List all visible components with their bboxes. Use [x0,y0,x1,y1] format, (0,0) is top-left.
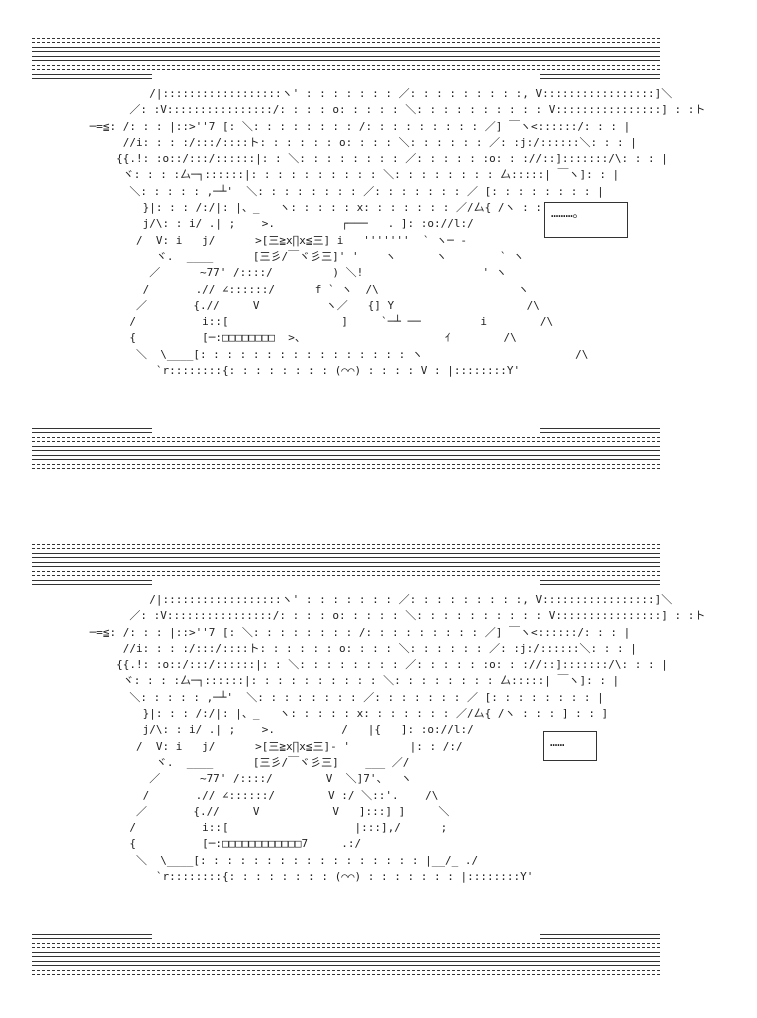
border-line [32,961,660,966]
border-line [32,970,660,975]
border-line [32,74,152,79]
border-line [32,464,660,469]
border-line [540,580,660,585]
border-line [540,74,660,79]
border-line [32,428,152,433]
speech-bubble: ………。 [544,202,628,238]
speech-bubble: …… [543,731,597,761]
border-line [32,571,660,576]
border-line [32,65,660,70]
border-line [32,544,660,549]
border-line [32,934,152,939]
ascii-art: /|::::::::::::::::::ヽ' : : : : : : : ／: … [89,593,706,884]
border-line [32,455,660,460]
border-line [32,446,660,451]
border-line [540,934,660,939]
border-line [32,56,660,61]
border-line [32,562,660,567]
speech-text: …… [550,735,565,749]
speech-text: ………。 [551,206,585,220]
border-line [32,952,660,957]
border-line [32,553,660,558]
border-line [540,428,660,433]
border-line [32,943,660,948]
border-line [32,580,152,585]
border-line [32,47,660,52]
border-line [32,437,660,442]
border-line [32,38,660,43]
ascii-art: /|::::::::::::::::::ヽ' : : : : : : : ／: … [89,87,706,378]
